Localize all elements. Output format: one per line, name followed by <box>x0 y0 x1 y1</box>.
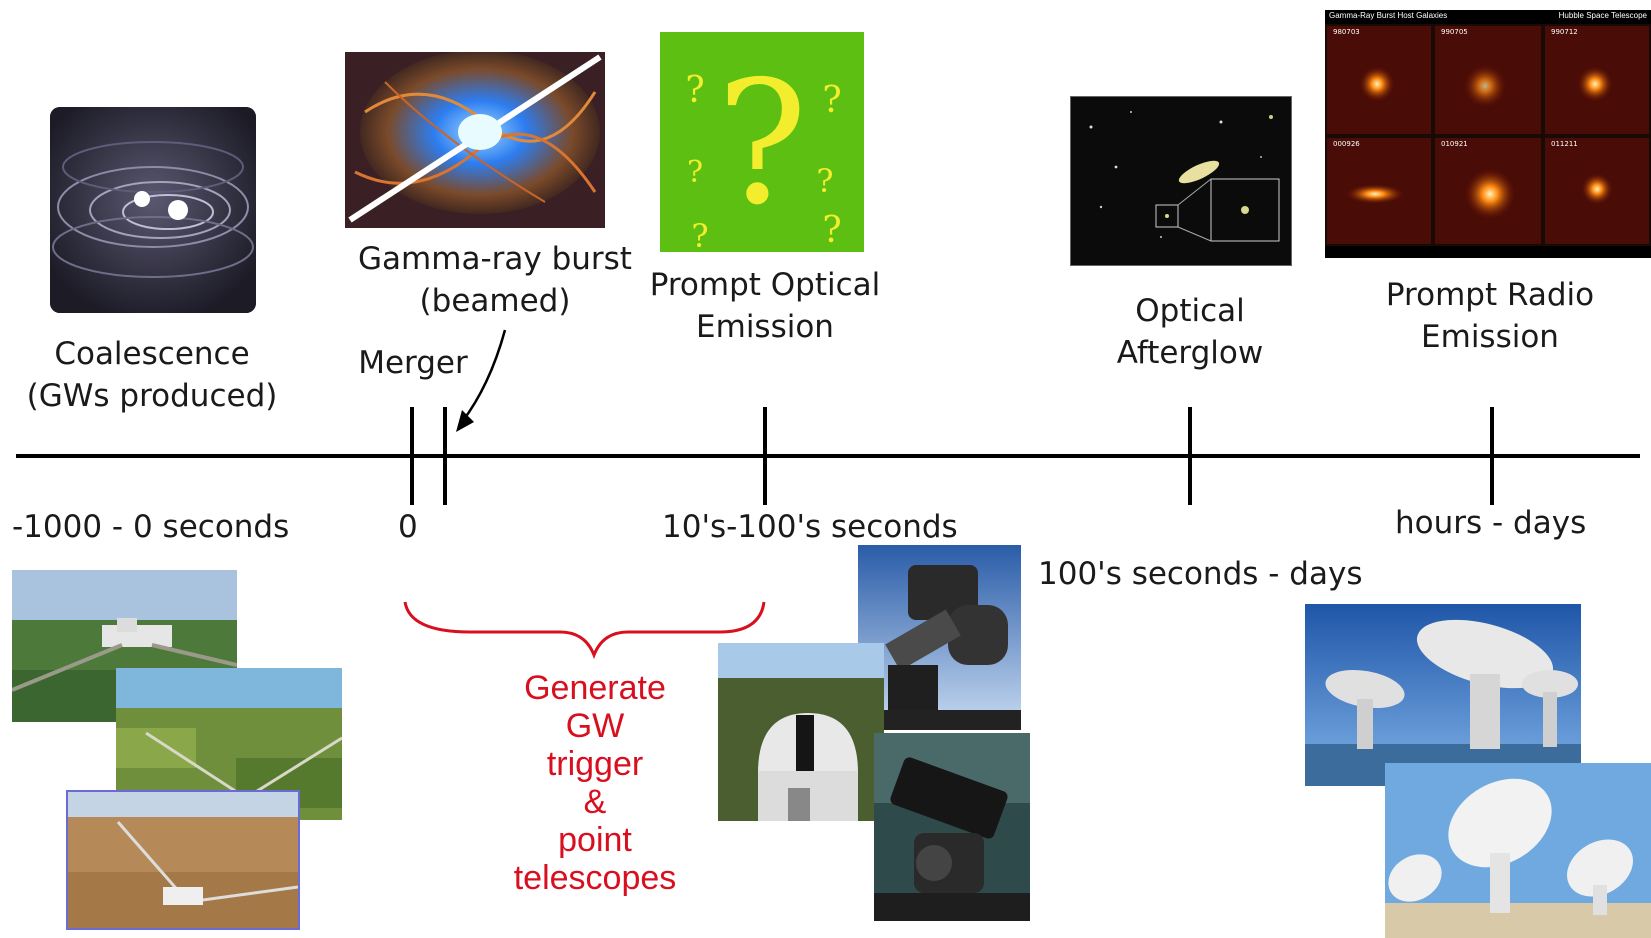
time-hundreds: 100's seconds - days <box>1038 556 1363 592</box>
afterglow-image <box>1070 96 1292 266</box>
host-galaxies-image: Gamma-Ray Burst Host Galaxies Hubble Spa… <box>1325 10 1651 258</box>
svg-text:?: ? <box>816 162 833 200</box>
time-zero: 0 <box>398 509 418 545</box>
host-id-6: 011211 <box>1551 140 1578 148</box>
svg-text:?: ? <box>687 155 703 190</box>
host-panel-header-left: Gamma-Ray Burst Host Galaxies <box>1329 11 1448 20</box>
svg-text:?: ? <box>822 80 841 121</box>
question-mark-icon: ? <box>716 45 807 243</box>
host-id-5: 010921 <box>1441 140 1468 148</box>
grb-image <box>345 52 605 228</box>
host-panel-header-right: Hubble Space Telescope <box>1558 11 1647 20</box>
ligo-photo-3 <box>66 790 300 930</box>
svg-text:?: ? <box>691 217 708 252</box>
telescope-photo-1 <box>858 545 1021 730</box>
host-id-3: 990712 <box>1551 28 1578 36</box>
host-id-4: 000926 <box>1333 140 1360 148</box>
svg-text:?: ? <box>822 210 841 251</box>
grb-label: Gamma-ray burst(beamed) <box>358 241 632 319</box>
trigger-brace <box>403 601 766 660</box>
question-image: ? ? ? ? ? ? ? <box>660 32 864 252</box>
radio-photo-1 <box>1305 604 1581 786</box>
radio-photo-2 <box>1385 763 1651 938</box>
grb-arrowhead <box>456 410 474 432</box>
merger-label: Merger <box>358 345 468 381</box>
host-id-2: 990705 <box>1441 28 1468 36</box>
time-tens: 10's-100's seconds <box>662 509 958 545</box>
telescope-photo-2 <box>718 643 884 821</box>
grb-arrow <box>461 329 507 423</box>
trigger-text: Generate GW trigger & point telescopes <box>513 669 677 897</box>
time-hours: hours - days <box>1395 505 1587 541</box>
time-pre: -1000 - 0 seconds <box>12 509 290 545</box>
telescope-photo-3 <box>874 733 1030 921</box>
host-id-1: 980703 <box>1333 28 1360 36</box>
svg-text:?: ? <box>685 70 704 111</box>
coalescence-image <box>50 107 256 313</box>
coalescence-label: Coalescence(GWs produced) <box>26 336 278 414</box>
